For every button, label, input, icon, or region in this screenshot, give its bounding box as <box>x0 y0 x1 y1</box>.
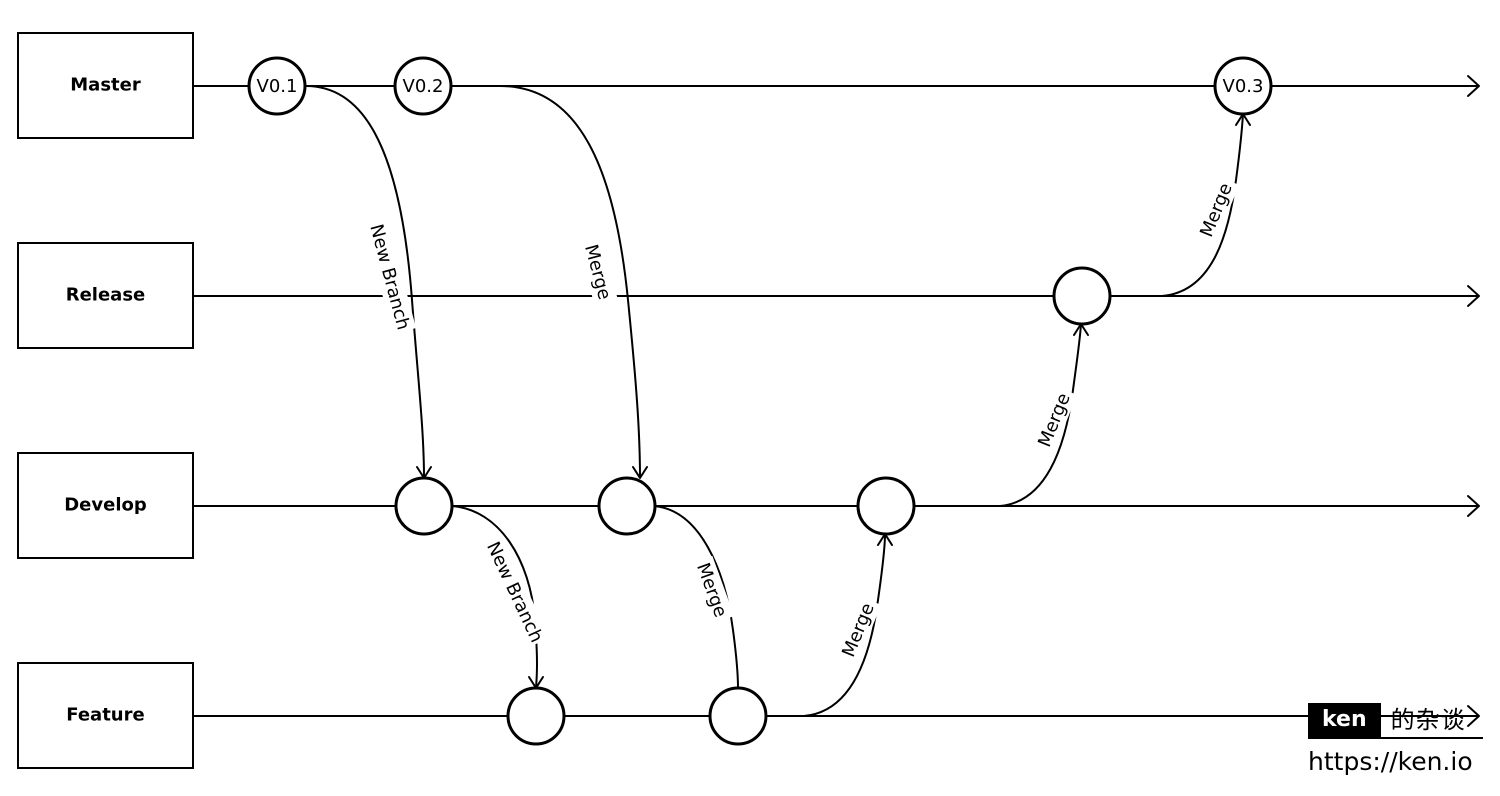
watermark-brand-row: ken 的杂谈 <box>1308 703 1483 739</box>
branch-box-feature: Feature <box>17 662 194 769</box>
connector-arrow-icon <box>632 466 648 479</box>
watermark-suffix: 的杂谈 <box>1390 706 1466 734</box>
watermark: ken 的杂谈 https://ken.io <box>1308 703 1483 777</box>
node-develop-2 <box>597 476 657 536</box>
node-develop-3 <box>856 476 916 536</box>
node-feature-1 <box>506 686 566 746</box>
connector-label-group: New Branch <box>363 219 417 335</box>
connector-label-new-branch-1: New Branch <box>365 222 413 332</box>
lane-develop-arrow-icon <box>1467 495 1480 517</box>
watermark-url: https://ken.io <box>1308 747 1473 776</box>
node-develop-1 <box>394 476 454 536</box>
branch-label-release: Release <box>66 285 146 306</box>
connector-label-group: Merge <box>834 595 882 665</box>
connector-label-group: Merge <box>689 555 735 625</box>
connector-master-merge-develop <box>499 85 641 479</box>
node-label-v02: V0.2 <box>403 76 444 97</box>
connector-label-group: New Branch <box>480 536 550 648</box>
node-label-v01: V0.1 <box>257 76 298 97</box>
watermark-brand: ken <box>1308 703 1381 737</box>
branch-label-feature: Feature <box>66 705 144 726</box>
lane-feature-arrow-icon <box>1467 705 1480 727</box>
branch-box-master: Master <box>17 32 194 139</box>
connector-label-new-branch-2: New Branch <box>482 539 547 646</box>
connector-master-new-branch-develop <box>305 85 425 479</box>
node-master-v03: V0.3 <box>1213 56 1273 116</box>
node-master-v02: V0.2 <box>393 56 453 116</box>
connector-label-group: Merge <box>1192 175 1240 245</box>
node-feature-2 <box>708 686 768 746</box>
connector-label-group: Merge <box>1030 385 1078 455</box>
node-master-v01: V0.1 <box>247 56 307 116</box>
branch-box-develop: Develop <box>17 452 194 559</box>
lane-master-arrow-icon <box>1467 75 1480 97</box>
branch-box-release: Release <box>17 242 194 349</box>
branch-label-develop: Develop <box>64 495 147 516</box>
lane-release-arrow-icon <box>1467 285 1480 307</box>
branch-label-master: Master <box>70 75 141 96</box>
node-release-1 <box>1052 266 1112 326</box>
node-label-v03: V0.3 <box>1223 76 1264 97</box>
